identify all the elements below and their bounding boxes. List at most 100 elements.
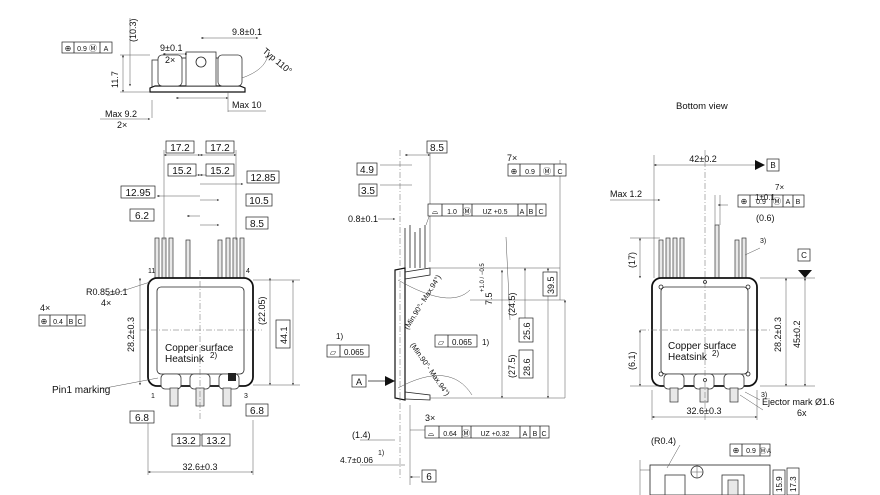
frame-side-val: 0.9 <box>77 46 87 53</box>
dim-r-28-2: 28.2±0.3 <box>773 317 783 352</box>
dim-r085: R0.85±0.1 <box>86 287 127 297</box>
pin-label-11: 11 <box>148 268 155 275</box>
frame-side-sym: ⊕ <box>65 44 72 53</box>
dim-28-2: 28.2±0.3 <box>126 317 136 352</box>
frame-mid-bottom-m: Ⓜ <box>462 429 470 438</box>
frame-right-bottom-val: 0.9 <box>746 448 756 455</box>
frame-mid-profile-c: C <box>538 209 543 216</box>
dim-44-1: 44.1 <box>279 326 289 344</box>
note-r-3a: 3) <box>760 238 766 245</box>
dim-bot-13-2-b: 13.2 <box>206 436 226 447</box>
frame-right-m: Ⓜ <box>773 197 781 206</box>
dim-bot-6-8-b: 6.8 <box>250 406 264 417</box>
note-mid-4-7: 1) <box>378 450 384 457</box>
frame-right-sym: ⊕ <box>741 197 748 206</box>
frame-side-datum: A <box>104 46 109 53</box>
dim-bot-13-2-a: 13.2 <box>176 436 196 447</box>
frame-left-datum-b: B <box>69 319 74 326</box>
dim-top-6-2: 6.2 <box>135 211 149 222</box>
dim-mid-0-8: 0.8±0.1 <box>348 214 378 224</box>
ejector-count: 6x <box>797 408 807 418</box>
pin-label-4: 4 <box>246 268 250 275</box>
dim-bot-6-8-a: 6.8 <box>135 413 149 424</box>
frame-right-bottom-m: Ⓜ <box>760 447 767 455</box>
pin1-marking-label: Pin1 marking <box>52 385 110 396</box>
heatsink-right-note: 2) <box>712 349 719 358</box>
profile-view <box>326 140 567 485</box>
dim-mid-4-9: 4.9 <box>360 165 374 176</box>
dim-top-12-85: 12.85 <box>250 173 275 184</box>
bottom-view <box>610 150 815 495</box>
note-mid-1b: 1) <box>482 338 489 347</box>
dim-side-9: 9±0.1 <box>160 43 182 53</box>
heatsink-left-note: 2) <box>210 351 217 360</box>
pin-label-3: 3 <box>244 393 248 400</box>
ejector-mark-label: Ejector mark Ø1.6 <box>762 397 835 407</box>
frame-flat-b-val: 0.065 <box>452 338 473 347</box>
package-top-view <box>99 150 300 475</box>
dim-side-max10: Max 10 <box>232 100 262 110</box>
dim-mid-8-5: 8.5 <box>430 143 444 154</box>
dim-mid-3-5: 3.5 <box>361 186 375 197</box>
dim-mid-3x: 3× <box>425 413 435 423</box>
frame-mid-profile-uz: UZ +0.5 <box>482 209 507 216</box>
dim-mid-angle2: (Min.90°- Max.94°) <box>408 341 452 398</box>
dim-top-12-95: 12.95 <box>125 188 150 199</box>
frame-mid-profile-sym: ⌓ <box>432 207 439 216</box>
dim-bot-32-6: 32.6±0.3 <box>183 462 218 472</box>
datum-a-mid: A <box>356 377 362 387</box>
dim-side-max92: Max 9.2 <box>105 109 137 119</box>
side-view <box>100 18 269 120</box>
dim-mid-7-5-tol: +1.0 / −0.5 <box>480 263 486 292</box>
dim-r-42: 42±0.2 <box>689 154 716 164</box>
dim-r-32-6: 32.6±0.3 <box>687 406 722 416</box>
frame-mid-bottom-a: A <box>523 431 528 438</box>
dim-r-r04: (R0.4) <box>651 436 676 446</box>
frame-mid-bottom-b: B <box>533 431 538 438</box>
note-mid-1a: 1) <box>336 332 343 341</box>
frame-mid-profile-b: B <box>529 209 534 216</box>
dim-22-05: (22.05) <box>257 296 267 325</box>
dim-side-11-7: 11.7 <box>110 71 120 88</box>
dim-side-2x-b: 2× <box>117 120 127 130</box>
frame-right-bottom-sym: ⊕ <box>733 446 740 455</box>
dim-top-17-2-b: 17.2 <box>210 143 230 154</box>
dim-side-9-8: 9.8±0.1 <box>232 27 262 37</box>
dim-mid-39-5: 39.5 <box>546 276 556 294</box>
dim-mid-angle1: (Min.90°- Max.94°) <box>402 273 443 331</box>
dim-top-15-2-b: 15.2 <box>210 166 230 177</box>
dim-boxes-top <box>38 140 291 447</box>
frame-right-val: 0.9 <box>756 199 766 206</box>
heatsink-left-line1: Copper surface <box>165 343 234 354</box>
frame-side-m: Ⓜ <box>89 44 97 53</box>
dim-mid-7-5: 7.5 <box>484 292 494 305</box>
frame-left-sym: ⊕ <box>41 317 48 326</box>
frame-mid-profile-val: 1.0 <box>447 209 457 216</box>
frame-mid-profile-a: A <box>520 209 525 216</box>
bottom-view-label: Bottom view <box>676 101 728 112</box>
dim-mid-7x: 7× <box>507 153 517 163</box>
dim-r085-count: 4× <box>101 298 111 308</box>
frame-right-bottom-a: A <box>767 449 771 455</box>
dim-mid-1-4: (1.4) <box>352 430 371 440</box>
frame-mid-bottom-uz: UZ +0.32 <box>481 431 510 438</box>
heatsink-right-line2: Heatsink <box>668 352 708 363</box>
dim-left-4x: 4× <box>40 303 50 313</box>
frame-left-val: 0.4 <box>53 319 63 326</box>
dim-r-45: 45±0.2 <box>792 321 802 348</box>
frame-right-b: B <box>796 199 801 206</box>
dim-r-1: 1±0.1 <box>755 193 776 202</box>
dim-mid-24-5: (24.5) <box>507 292 517 316</box>
dim-r-0-6: (0.6) <box>756 213 775 223</box>
heatsink-left-line2: Heatsink <box>165 354 205 365</box>
dim-side-10-3: (10.3) <box>128 18 138 42</box>
pin-label-1: 1 <box>151 393 155 400</box>
dim-r-15-9: 15.9 <box>775 476 784 492</box>
dim-r-max12: Max 1.2 <box>610 189 642 199</box>
datum-c: C <box>801 251 807 260</box>
frame-side: ⊕ 0.9 Ⓜ A <box>61 41 113 54</box>
dim-top-17-2-a: 17.2 <box>170 143 190 154</box>
dim-top-8-5: 8.5 <box>250 219 264 230</box>
dim-mid-4-7: 4.7±0.06 <box>340 455 373 465</box>
